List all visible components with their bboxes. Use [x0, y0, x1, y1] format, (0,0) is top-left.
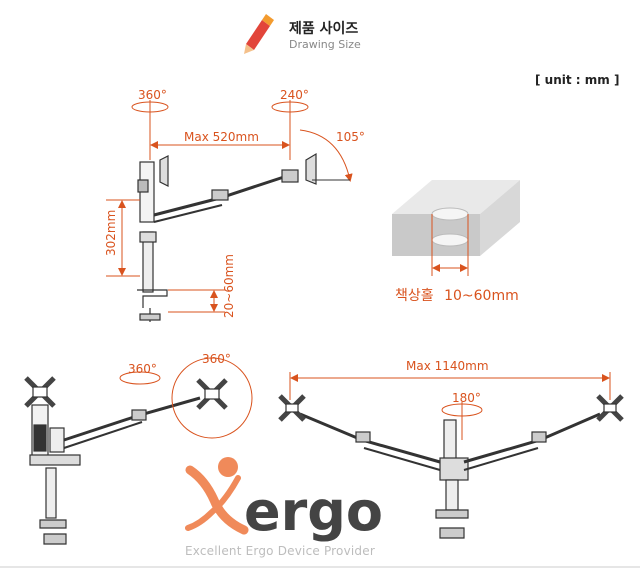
page-subtitle: Drawing Size: [289, 38, 361, 51]
bottom-rotation-b: 360°: [202, 352, 231, 366]
height-label: 302mm: [104, 209, 118, 256]
unit-label: [ unit : mm ]: [535, 73, 620, 87]
xergo-logo-text: ergo: [244, 480, 383, 543]
bottom-divider: [0, 566, 640, 568]
xergo-logo-mark: [185, 457, 249, 535]
desk-hole-label: 책상홀 10~60mm: [395, 285, 519, 305]
desk-hole-title: 책상홀: [395, 288, 434, 304]
brand-slogan: Excellent Ergo Device Provider: [185, 544, 375, 558]
bottom-left-arm-drawing: [24, 376, 228, 545]
desk-drawing: [392, 180, 520, 276]
dual-reach-label: Max 1140mm: [406, 359, 489, 373]
desk-hole-range: 10~60mm: [444, 288, 519, 304]
pencil-icon: [240, 14, 274, 54]
single-arm-drawing: [137, 152, 317, 322]
clamp-range-label: 20~60mm: [222, 254, 236, 318]
bottom-rotation-a: 360°: [128, 362, 157, 376]
rotation-label-left: 360°: [138, 88, 167, 102]
rotation-label-right: 240°: [280, 88, 309, 102]
tilt-label: 105°: [336, 130, 365, 144]
dual-arm-drawing: [278, 394, 624, 539]
dual-rotation-label: 180°: [452, 391, 481, 405]
reach-label: Max 520mm: [184, 130, 259, 144]
page-title: 제품 사이즈: [289, 21, 359, 37]
